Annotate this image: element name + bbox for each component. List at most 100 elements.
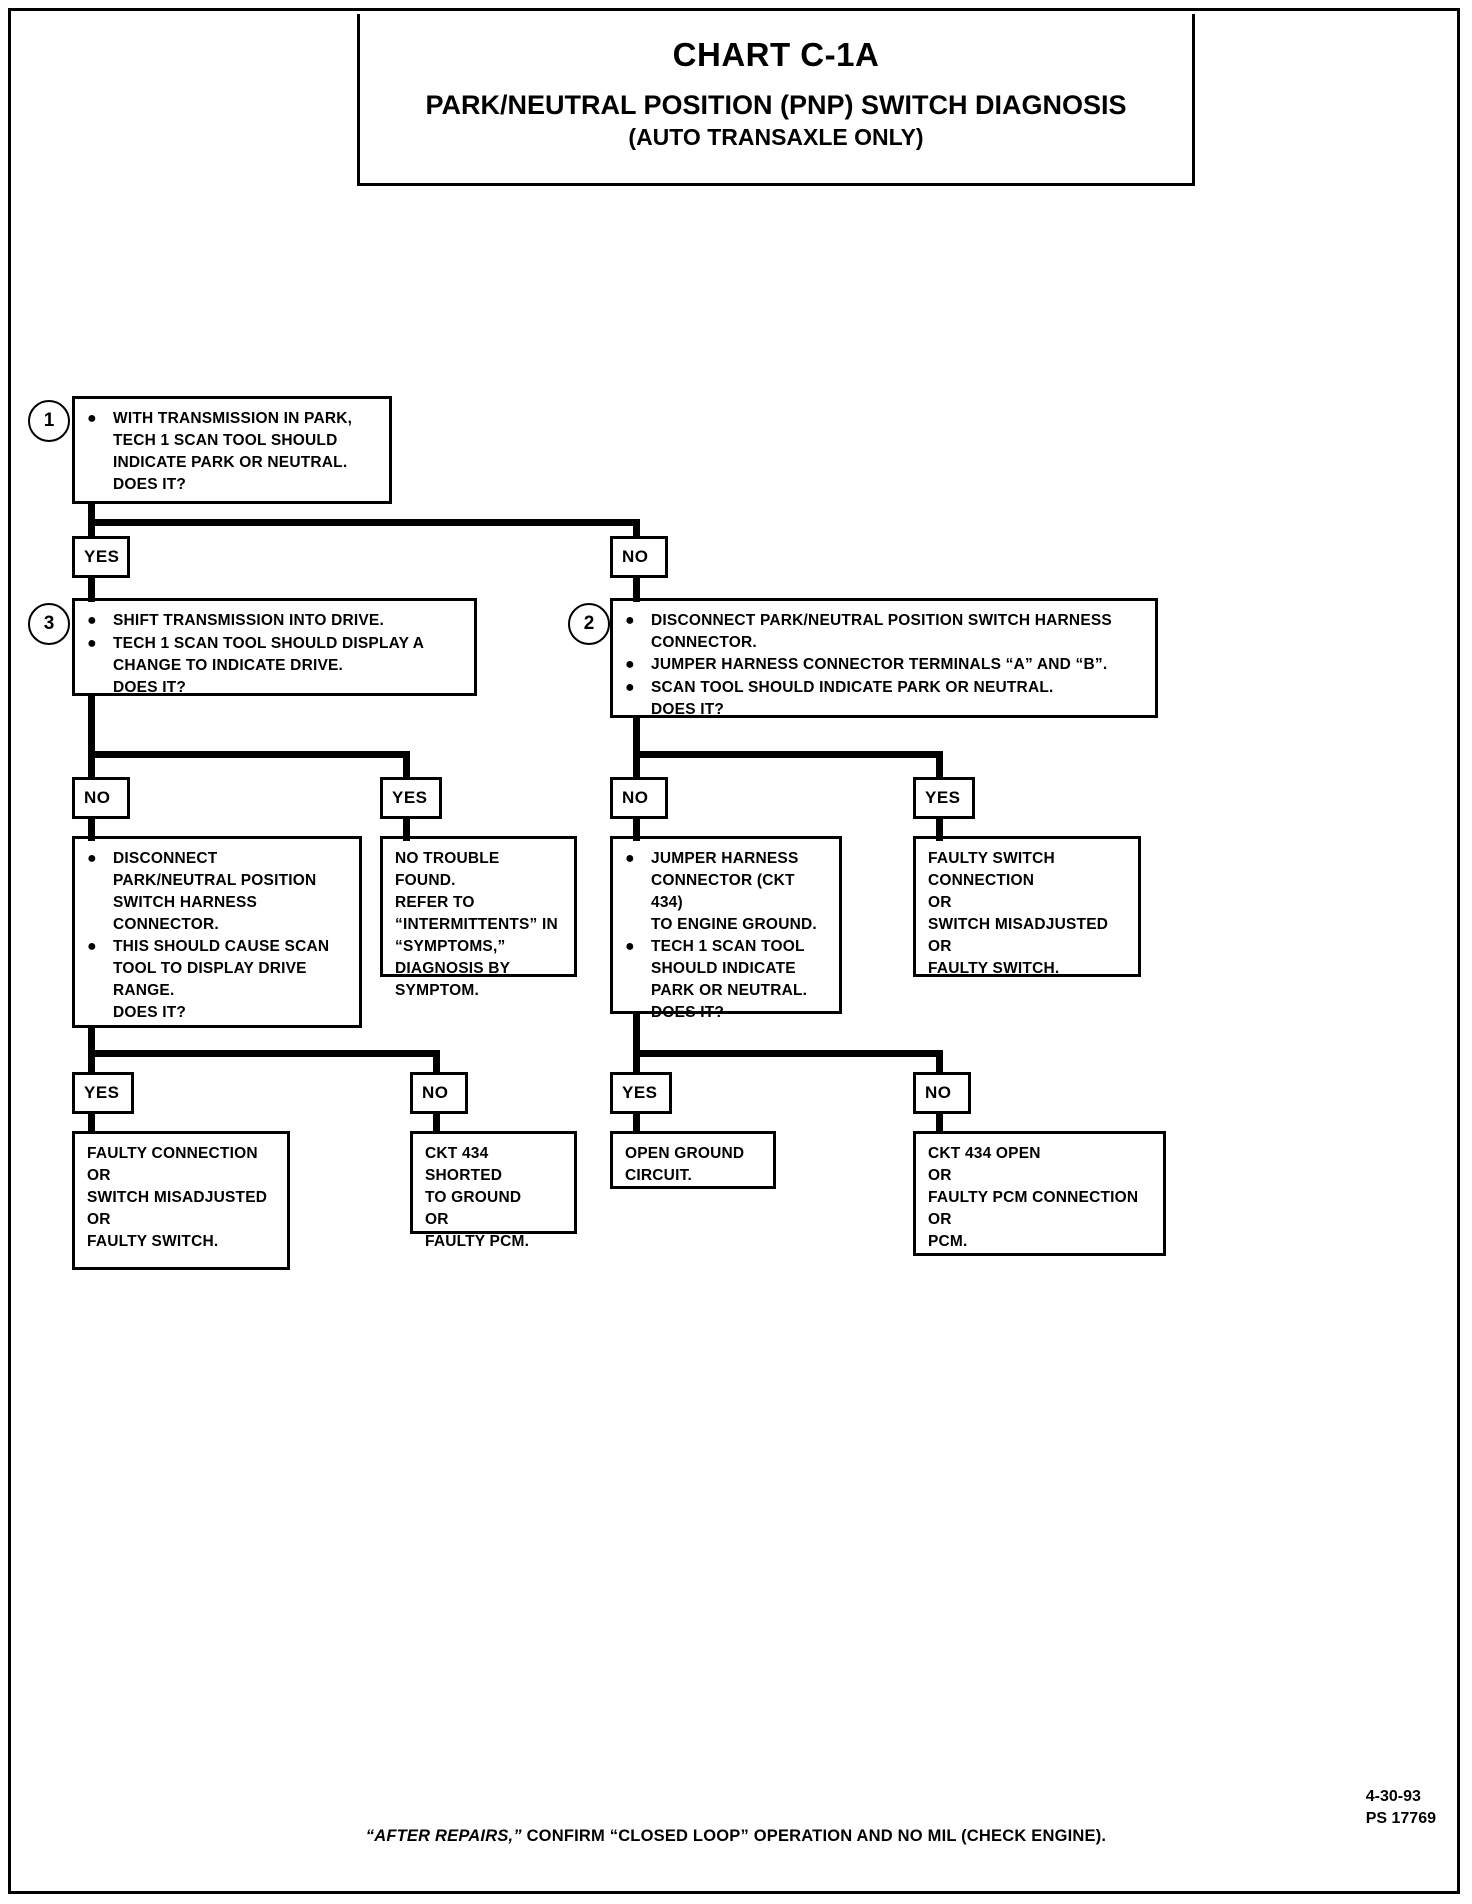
step-3-text-1: SHIFT TRANSMISSION INTO DRIVE. [113, 612, 384, 629]
page-border [8, 8, 1460, 1894]
result-no-trouble-found-text: NO TROUBLE FOUND. REFER TO “INTERMITTENT… [395, 850, 558, 999]
footer-note: “AFTER REPAIRS,” CONFIRM “CLOSED LOOP” O… [0, 1827, 1472, 1846]
step-number-1: 1 [28, 400, 70, 442]
branch-no-step5[interactable]: NO [913, 1072, 971, 1114]
step-3-text-2: TECH 1 SCAN TOOL SHOULD DISPLAY A CHANGE… [113, 634, 425, 696]
branch-no-step1[interactable]: NO [610, 536, 668, 578]
result-open-ground[interactable]: OPEN GROUND CIRCUIT. [610, 1131, 776, 1189]
branch-yes-step1[interactable]: YES [72, 536, 130, 578]
branch-yes-step3[interactable]: YES [380, 777, 442, 819]
step-5-text-2: TECH 1 SCAN TOOL SHOULD INDICATE PARK OR… [651, 938, 808, 1021]
step-2-text-2: JUMPER HARNESS CONNECTOR TERMINALS “A” A… [651, 656, 1108, 673]
connector-s1-right [633, 519, 640, 546]
step-5-bullet-row-2: ● TECH 1 SCAN TOOL SHOULD INDICATE PARK … [619, 936, 831, 1024]
connector-yes1-down [88, 576, 95, 602]
title-block: CHART C-1A PARK/NEUTRAL POSITION (PNP) S… [357, 14, 1195, 186]
revision-date: 4-30-93 [1365, 1788, 1421, 1805]
branch-no-step3[interactable]: NO [72, 777, 130, 819]
step-box-2[interactable]: ● DISCONNECT PARK/NEUTRAL POSITION SWITC… [610, 598, 1158, 718]
connector-s2-stem [633, 718, 640, 758]
connector-no1-down [633, 576, 640, 602]
step-box-5[interactable]: ● JUMPER HARNESS CONNECTOR (CKT 434) TO … [610, 836, 842, 1021]
bullet-icon: ● [625, 938, 635, 955]
part-number: PS 17769 [1365, 1809, 1436, 1827]
step-box-4[interactable]: ● DISCONNECT PARK/NEUTRAL POSITION SWITC… [72, 836, 362, 1028]
connector-s4-left [88, 1050, 95, 1076]
step-2-bullet-row-3: ● SCAN TOOL SHOULD INDICATE PARK OR NEUT… [619, 677, 1147, 721]
result-faulty-connection-left[interactable]: FAULTY CONNECTION OR SWITCH MISADJUSTED … [72, 1131, 290, 1270]
result-faulty-connection-left-text: FAULTY CONNECTION OR SWITCH MISADJUSTED … [87, 1145, 268, 1250]
step-box-3[interactable]: ● SHIFT TRANSMISSION INTO DRIVE. ● TECH … [72, 598, 477, 696]
step-5-text-1: JUMPER HARNESS CONNECTOR (CKT 434) TO EN… [651, 850, 817, 933]
connector-no3-down [88, 817, 95, 841]
step-number-3: 3 [28, 603, 70, 645]
bullet-icon: ● [625, 612, 635, 629]
connector-s5-bar [633, 1050, 943, 1057]
connector-s2-right [936, 751, 943, 782]
connector-s5-stem [633, 1014, 640, 1066]
bullet-icon: ● [87, 634, 97, 652]
footer-note-rest: CONFIRM “CLOSED LOOP” OPERATION AND NO M… [521, 1827, 1107, 1845]
connector-s1-left [88, 519, 95, 546]
bullet-icon: ● [87, 850, 97, 867]
connector-s3-left [88, 751, 95, 782]
connector-s2-bar [633, 751, 943, 758]
connector-s3-right [403, 751, 410, 782]
step-2-text-3: SCAN TOOL SHOULD INDICATE PARK OR NEUTRA… [651, 678, 1054, 718]
bullet-icon: ● [625, 656, 635, 673]
connector-yes2-down [936, 817, 943, 841]
branch-no-step2[interactable]: NO [610, 777, 668, 819]
step-1-text: WITH TRANSMISSION IN PARK, TECH 1 SCAN T… [113, 410, 353, 493]
step-1-bullet-row: ● WITH TRANSMISSION IN PARK, TECH 1 SCAN… [81, 408, 381, 496]
step-2-text-1: DISCONNECT PARK/NEUTRAL POSITION SWITCH … [651, 612, 1112, 651]
branch-yes-step5[interactable]: YES [610, 1072, 672, 1114]
bullet-icon: ● [625, 850, 635, 867]
result-ckt434-shorted[interactable]: CKT 434 SHORTED TO GROUND OR FAULTY PCM. [410, 1131, 577, 1250]
result-ckt434-open[interactable]: CKT 434 OPEN OR FAULTY PCM CONNECTION OR… [913, 1131, 1166, 1256]
connector-s2-left [633, 751, 640, 782]
connector-yes5-down [633, 1112, 640, 1134]
bullet-icon: ● [625, 678, 635, 696]
step-5-bullet-row-1: ● JUMPER HARNESS CONNECTOR (CKT 434) TO … [619, 848, 831, 936]
footer-note-italic: “AFTER REPAIRS,” [365, 1827, 522, 1845]
result-ckt434-shorted-text: CKT 434 SHORTED TO GROUND OR FAULTY PCM. [425, 1145, 530, 1250]
result-ckt434-open-text: CKT 434 OPEN OR FAULTY PCM CONNECTION OR… [928, 1145, 1139, 1250]
connector-s5-right [936, 1050, 943, 1076]
connector-s1-bar [88, 519, 640, 526]
step-3-bullet-row-1: ● SHIFT TRANSMISSION INTO DRIVE. [81, 610, 466, 633]
result-open-ground-text: OPEN GROUND CIRCUIT. [625, 1145, 745, 1184]
connector-s3-stem [88, 696, 95, 758]
connector-no5-down [936, 1112, 943, 1134]
step-4-bullet-row-1: ● DISCONNECT PARK/NEUTRAL POSITION SWITC… [81, 848, 351, 936]
step-4-text-1: DISCONNECT PARK/NEUTRAL POSITION SWITCH … [113, 850, 317, 933]
connector-yes4-down [88, 1112, 95, 1134]
connector-s4-stem [88, 1028, 95, 1066]
connector-no2-down [633, 817, 640, 841]
connector-no4-down [433, 1112, 440, 1134]
connector-s1-stem [88, 504, 95, 526]
result-no-trouble-found[interactable]: NO TROUBLE FOUND. REFER TO “INTERMITTENT… [380, 836, 577, 999]
branch-no-step4[interactable]: NO [410, 1072, 468, 1114]
step-box-1[interactable]: ● WITH TRANSMISSION IN PARK, TECH 1 SCAN… [72, 396, 392, 504]
connector-s5-left [633, 1050, 640, 1076]
step-number-2: 2 [568, 603, 610, 645]
chart-title: PARK/NEUTRAL POSITION (PNP) SWITCH DIAGN… [425, 90, 1127, 120]
chart-subtitle: (AUTO TRANSAXLE ONLY) [628, 124, 924, 150]
result-faulty-switch-right[interactable]: FAULTY SWITCH CONNECTION OR SWITCH MISAD… [913, 836, 1141, 977]
result-faulty-switch-right-text: FAULTY SWITCH CONNECTION OR SWITCH MISAD… [928, 850, 1109, 977]
step-2-bullet-row-2: ● JUMPER HARNESS CONNECTOR TERMINALS “A”… [619, 654, 1147, 677]
step-4-bullet-row-2: ● THIS SHOULD CAUSE SCAN TOOL TO DISPLAY… [81, 936, 351, 1024]
step-3-bullet-row-2: ● TECH 1 SCAN TOOL SHOULD DISPLAY A CHAN… [81, 633, 466, 699]
connector-s4-right [433, 1050, 440, 1076]
revision-stamp: 4-30-93 PS 17769 [1366, 1786, 1436, 1829]
connector-yes3-down [403, 817, 410, 841]
connector-s3-bar [88, 751, 410, 758]
bullet-icon: ● [87, 410, 97, 427]
bullet-icon: ● [87, 612, 97, 629]
step-2-bullet-row-1: ● DISCONNECT PARK/NEUTRAL POSITION SWITC… [619, 610, 1147, 654]
step-4-text-2: THIS SHOULD CAUSE SCAN TOOL TO DISPLAY D… [113, 938, 330, 1021]
branch-yes-step4[interactable]: YES [72, 1072, 134, 1114]
bullet-icon: ● [87, 938, 97, 955]
connector-s4-bar [88, 1050, 440, 1057]
branch-yes-step2[interactable]: YES [913, 777, 975, 819]
